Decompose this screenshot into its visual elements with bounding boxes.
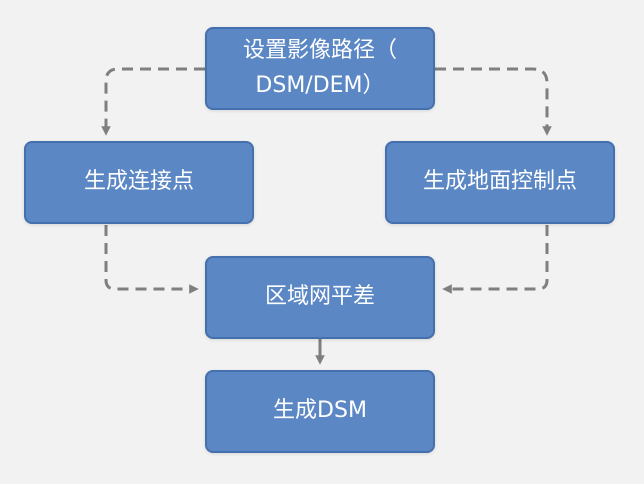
node-set-image-path-line2: DSM/DEM）	[255, 72, 385, 98]
node-set-image-path-text: 设置影像路径（ DSM/DEM）	[243, 34, 397, 102]
node-set-image-path-line1: 设置影像路径（	[242, 38, 397, 64]
edge-set-path-to-gcp	[435, 67, 552, 136]
node-generate-ground-control-points-label: 生成地面控制点	[422, 169, 577, 195]
node-block-adjustment: 区域网平差	[205, 256, 435, 339]
node-generate-dsm-label: 生成DSM	[273, 398, 367, 424]
node-generate-tie-points: 生成连接点	[24, 141, 254, 224]
edge-set-path-to-tie-points	[101, 67, 205, 136]
edge-tie-points-to-adjustment	[104, 225, 199, 294]
node-generate-tie-points-label: 生成连接点	[83, 169, 194, 195]
node-block-adjustment-label: 区域网平差	[264, 284, 375, 310]
node-set-image-path: 设置影像路径（ DSM/DEM）	[205, 27, 435, 110]
node-generate-ground-control-points: 生成地面控制点	[385, 141, 615, 224]
edge-gcp-to-adjustment	[442, 225, 549, 294]
node-generate-dsm: 生成DSM	[205, 370, 435, 453]
